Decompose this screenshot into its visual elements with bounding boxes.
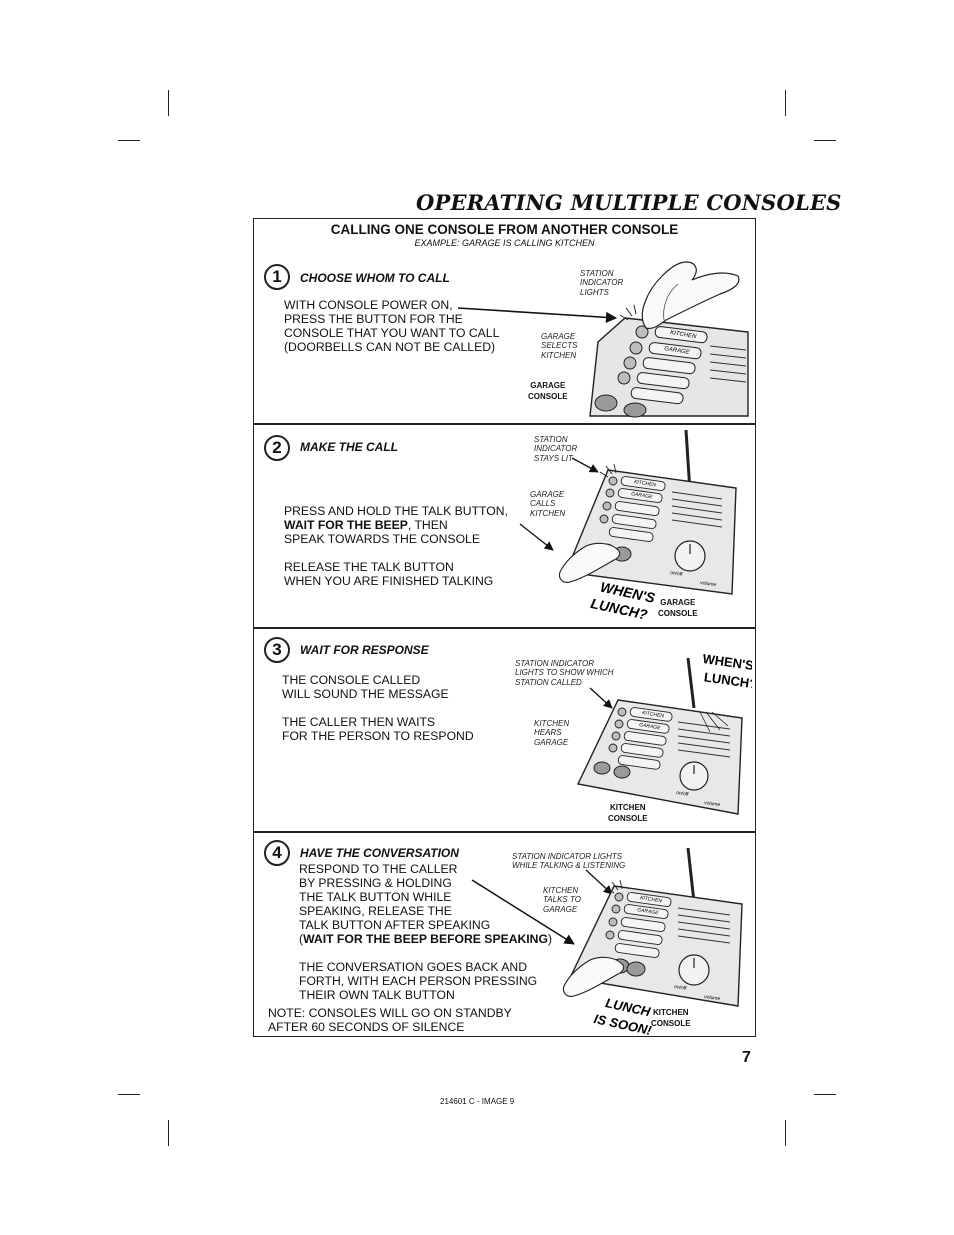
crop-mark bbox=[814, 140, 836, 141]
crop-mark bbox=[785, 1120, 786, 1146]
page-number: 7 bbox=[742, 1049, 751, 1067]
speech-text: WHEN'S LUNCH? bbox=[699, 651, 752, 692]
section-subheading: EXAMPLE: GARAGE IS CALLING KITCHEN bbox=[253, 238, 756, 248]
step-number: 4 bbox=[264, 840, 290, 866]
crop-mark bbox=[168, 90, 169, 116]
speech-text: LUNCH IS SOON! bbox=[593, 994, 658, 1036]
garage-console-talk-illustration: KITCHEN GARAGE on/off volume WHEN'S LUNC… bbox=[500, 426, 750, 626]
footer-code: 214601 C - IMAGE 9 bbox=[440, 1097, 514, 1106]
step-title: WAIT FOR RESPONSE bbox=[300, 643, 429, 657]
step-number: 3 bbox=[264, 637, 290, 663]
step-body-line: SPEAK TOWARDS THE CONSOLE bbox=[284, 532, 480, 546]
crop-mark bbox=[168, 1120, 169, 1146]
garage-console-closeup-illustration: KITCHEN GARAGE bbox=[420, 250, 755, 422]
speech-line: LUNCH? bbox=[703, 669, 752, 691]
crop-mark bbox=[118, 140, 140, 141]
kitchen-console-receiving-illustration: KITCHEN GARAGE on/off volume WHEN'S LUNC… bbox=[560, 648, 752, 828]
step-number: 2 bbox=[264, 435, 290, 461]
step-number: 1 bbox=[264, 264, 290, 290]
step-body: PRESS AND HOLD THE TALK BUTTON, WAIT FOR… bbox=[284, 490, 508, 588]
page-title: OPERATING MULTIPLE CONSOLES bbox=[416, 190, 842, 215]
step-body-line: RESPOND TO THE CALLER BY PRESSING & HOLD… bbox=[299, 862, 490, 932]
step-body: THE CONSOLE CALLED WILL SOUND THE MESSAG… bbox=[282, 673, 474, 743]
step-body-line: , THEN bbox=[408, 518, 448, 532]
crop-mark bbox=[118, 1094, 140, 1095]
step-body-line: RELEASE THE TALK BUTTON WHEN YOU ARE FIN… bbox=[284, 560, 493, 588]
step-title: HAVE THE CONVERSATION bbox=[300, 846, 459, 860]
divider bbox=[253, 423, 756, 425]
step-title: MAKE THE CALL bbox=[300, 440, 398, 454]
divider bbox=[253, 831, 756, 833]
crop-mark bbox=[785, 90, 786, 116]
divider bbox=[253, 627, 756, 629]
section-heading: CALLING ONE CONSOLE FROM ANOTHER CONSOLE bbox=[253, 222, 756, 237]
kitchen-console-talk-illustration: KITCHEN GARAGE on/off volume LUNCH IS SO… bbox=[470, 842, 752, 1036]
crop-mark bbox=[814, 1094, 836, 1095]
speech-text: WHEN'S LUNCH? bbox=[589, 577, 660, 624]
step-body-bold: WAIT FOR THE BEEP bbox=[284, 518, 408, 532]
step-body-line: PRESS AND HOLD THE TALK BUTTON, bbox=[284, 504, 508, 518]
